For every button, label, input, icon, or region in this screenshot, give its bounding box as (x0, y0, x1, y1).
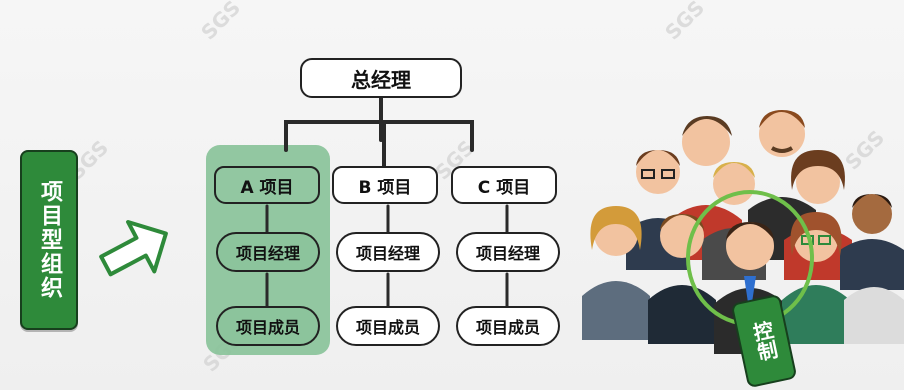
project-c-node: C 项目 (451, 166, 557, 204)
control-label: 控制 (748, 318, 780, 364)
organization-type-label: 项目型组织 (37, 180, 62, 300)
project-b-node: B 项目 (332, 166, 438, 204)
general-manager-node: 总经理 (300, 58, 462, 98)
organization-type-badge: 项目型组织 (20, 150, 78, 330)
person-icon (840, 194, 904, 290)
person-icon (582, 206, 650, 340)
team-people-illustration (582, 110, 904, 354)
project-c-member-node: 项目成员 (456, 306, 560, 346)
project-a-node: A 项目 (214, 166, 320, 204)
project-a-member-node: 项目成员 (216, 306, 320, 346)
arrow-right-icon (99, 219, 168, 277)
project-c-manager-node: 项目经理 (456, 232, 560, 272)
project-a-manager-node: 项目经理 (216, 232, 320, 272)
person-icon (844, 287, 904, 344)
project-b-manager-node: 项目经理 (336, 232, 440, 272)
person-icon (648, 214, 716, 344)
project-b-member-node: 项目成员 (336, 306, 440, 346)
